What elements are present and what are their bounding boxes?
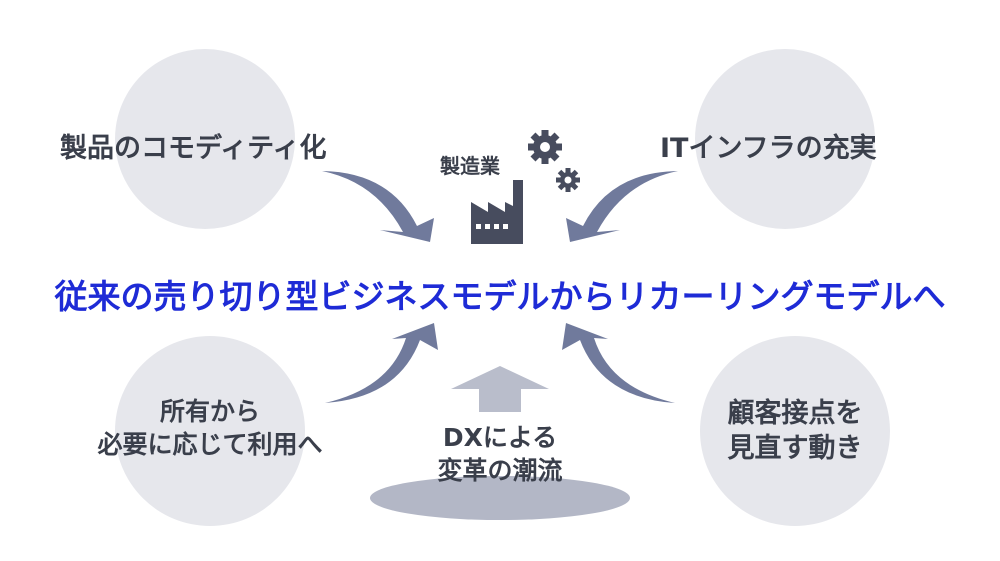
circle-bottom-right	[700, 336, 890, 526]
circle-top-left	[115, 49, 295, 229]
label-bottom-right: 顧客接点を 見直す動き	[680, 396, 910, 466]
label-bottom-center-line2: 変革の潮流	[437, 455, 563, 485]
label-bottom-right-line1: 顧客接点を	[727, 398, 863, 429]
label-top-right: ITインフラの充実	[660, 133, 877, 164]
factory-icon	[471, 180, 523, 244]
label-top-left: 製品のコモディティ化	[60, 133, 327, 164]
dx-base-ellipse	[370, 476, 630, 520]
arrow-top-right	[566, 171, 678, 242]
label-bottom-right-line2: 見直す動き	[727, 433, 863, 465]
arrow-bottom-left	[325, 323, 438, 403]
label-bottom-left-line2: 必要に応じて利用へ	[97, 429, 323, 459]
headline: 従来の売り切り型ビジネスモデルからリカーリングモデルへ	[54, 277, 946, 316]
circle-top-right	[695, 49, 875, 229]
arrow-bottom-right	[562, 323, 675, 403]
dx-up-arrow	[451, 366, 549, 412]
arrow-top-left	[322, 171, 434, 242]
label-bottom-center: DXによる 変革の潮流	[400, 422, 600, 487]
gears-icon	[528, 130, 580, 192]
factory-label: 製造業	[440, 154, 500, 178]
label-bottom-center-line1: DXによる	[442, 423, 558, 452]
circle-bottom-left	[115, 336, 305, 526]
label-bottom-left-line1: 所有から	[159, 397, 260, 426]
label-bottom-left: 所有から 必要に応じて利用へ	[60, 396, 360, 461]
